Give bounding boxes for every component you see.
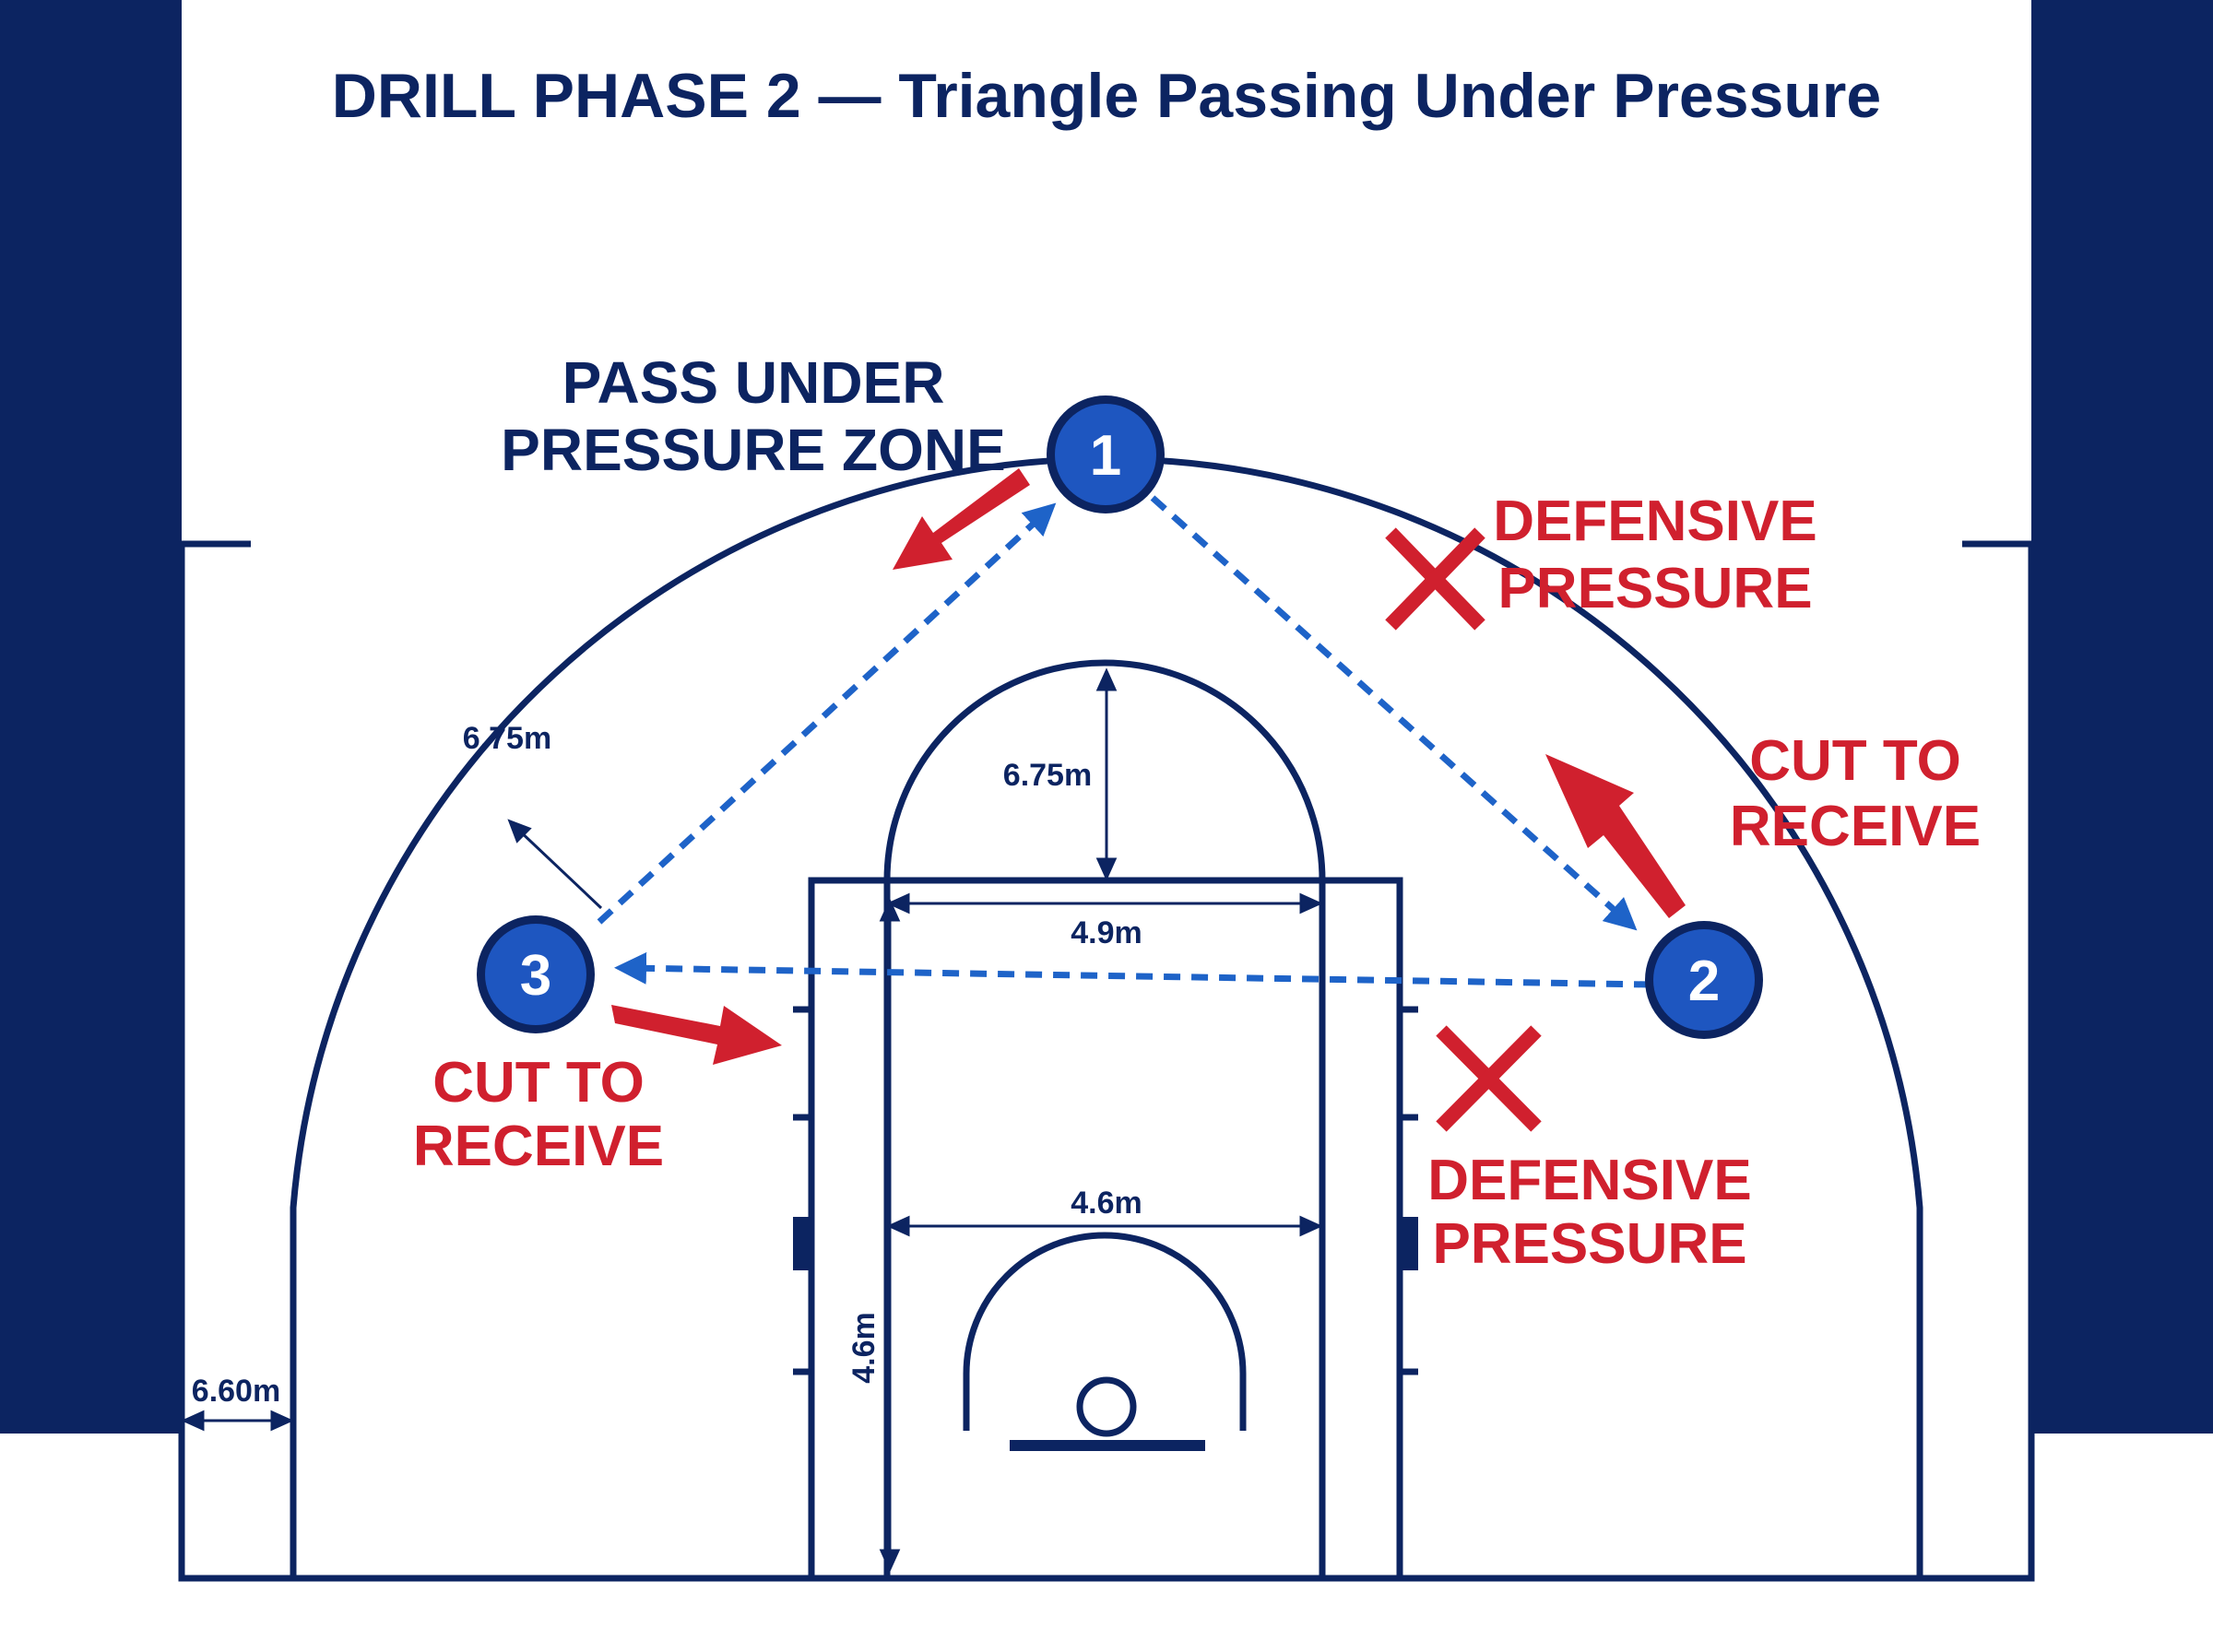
cut-to-receive-left-1: CUT TO <box>432 1051 645 1115</box>
dim-lane-width-low: 4.6m <box>1071 1186 1142 1221</box>
pass-lines <box>597 495 1651 988</box>
player-2[interactable]: 2 <box>1645 921 1763 1039</box>
defensive-pressure-top-1: DEFENSIVE <box>1493 490 1817 553</box>
free-throw-arc <box>883 659 1326 881</box>
defender-x-icon <box>1385 527 1485 631</box>
pass-2-to-3 <box>614 951 1651 988</box>
pass-3-to-1 <box>597 502 1057 925</box>
dimension-lines <box>181 667 1323 1573</box>
pass-1-to-2 <box>1150 495 1638 931</box>
cut-arrow-right <box>1545 754 1686 918</box>
cut-to-receive-right-2: RECEIVE <box>1730 795 1981 858</box>
dim-arc-radius: 6.75m <box>463 721 551 756</box>
player-3[interactable]: 3 <box>477 915 595 1033</box>
cut-to-receive-left-2: RECEIVE <box>413 1115 664 1178</box>
player-number: 3 <box>520 944 551 1008</box>
defensive-pressure-top-2: PRESSURE <box>1497 557 1812 620</box>
dim-lane-depth: 4.6m <box>846 1312 882 1384</box>
lane-block-right <box>1400 1217 1418 1270</box>
dim-lane-width-top: 4.9m <box>1071 915 1142 950</box>
cut-to-receive-right-1: CUT TO <box>1749 729 1961 793</box>
player-number: 2 <box>1688 950 1720 1013</box>
page-title: DRILL PHASE 2 — Triangle Passing Under P… <box>332 61 1881 131</box>
player-1[interactable]: 1 <box>1047 395 1165 513</box>
left-side-panel <box>0 0 182 1434</box>
defensive-pressure-low-2: PRESSURE <box>1432 1212 1746 1276</box>
lane-block-left <box>793 1217 811 1270</box>
restricted-area-arc <box>963 1232 1247 1431</box>
cut-arrow-near-1 <box>893 468 1030 570</box>
defender-x-icon <box>1436 1025 1542 1132</box>
defensive-pressure-low-1: DEFENSIVE <box>1427 1149 1751 1212</box>
cut-arrow-left <box>611 1005 782 1065</box>
zone-label-line2: PRESSURE ZONE <box>501 417 1006 483</box>
player-number: 1 <box>1090 424 1121 488</box>
zone-label-line1: PASS UNDER <box>562 349 945 416</box>
right-side-panel <box>2031 0 2213 1434</box>
dim-corner: 6.60m <box>192 1374 280 1409</box>
dim-top-key: 6.75m <box>1003 758 1092 793</box>
lane-hash-marks <box>793 1006 1418 1375</box>
rim <box>1076 1376 1137 1437</box>
